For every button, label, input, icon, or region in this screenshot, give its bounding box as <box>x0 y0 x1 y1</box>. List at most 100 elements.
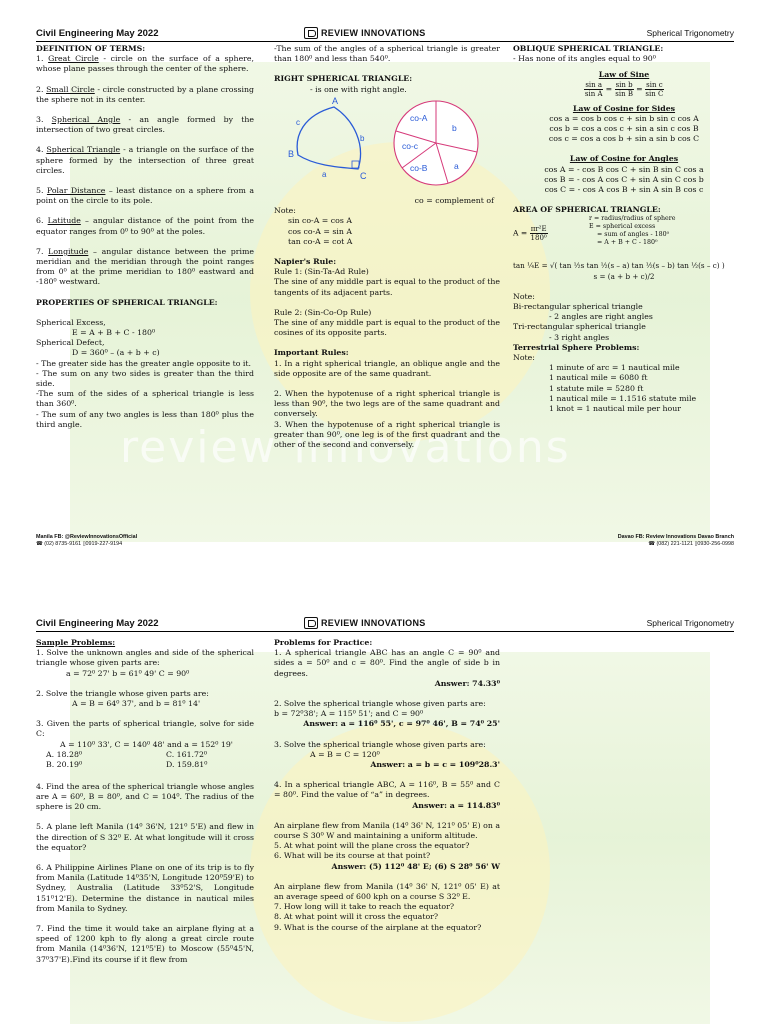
sample-problem-4: 4. Find the area of the spherical triang… <box>36 781 254 812</box>
review-innovations-logo-icon <box>304 617 318 629</box>
area-legend: r = radius/radius of sphere E = spherica… <box>589 215 676 247</box>
watermark-text: review innovations <box>120 422 571 473</box>
practice-8: 8. At what point will it cross the equat… <box>274 912 439 922</box>
napier-heading: Napier's Rule: <box>274 257 337 267</box>
oblique-definition: - Has none of its angles equal to 90⁰ <box>513 54 656 64</box>
practice-2-answer: Answer: a = 116⁰ 55', c = 97⁰ 46', B = 7… <box>303 719 500 729</box>
topic-title: Spherical Trigonometry <box>646 28 734 38</box>
important-rule-3: 3. When the hypotenuse of a right spheri… <box>274 419 500 450</box>
practice-1: 1. A spherical triangle ABC has an angle… <box>274 648 500 678</box>
sample-problems-column: Sample Problems: 1. Solve the unknown an… <box>36 638 254 965</box>
pie-coc: co-c <box>402 141 419 151</box>
sample-problem-3: 3. Given the parts of spherical triangle… <box>36 719 254 739</box>
sample-problem-7: 7. Find the time it would take an airpla… <box>36 924 254 964</box>
brand-2: REVIEW INNOVATIONS <box>304 617 426 629</box>
important-rules-heading: Important Rules: <box>274 348 349 358</box>
trirectangular: Tri-rectangular spherical triangle <box>513 322 646 332</box>
practice-7: 7. How long will it take to reach the eq… <box>274 902 454 912</box>
practice-9: 9. What is the course of the airplane at… <box>274 922 482 932</box>
practice-3-answer: Answer: a = b = c = 109⁰28.3' <box>370 760 500 770</box>
defect-formula: D = 360⁰ – (a + b + c) <box>72 348 160 358</box>
area-heading: AREA OF SPHERICAL TRIANGLE: <box>513 205 661 215</box>
excess-formula: E = A + B + C - 180⁰ <box>72 328 156 338</box>
right-triangle-definition: - is one with right angle. <box>310 84 407 94</box>
sample-problem-3-choices: A. 18.28⁰ C. 161.72⁰ B. 20.19⁰ D. 159.81… <box>36 750 254 772</box>
sample-problem-5: 5. A plane left Manila (14⁰ 36'N, 121⁰ 5… <box>36 822 254 852</box>
lhuilier-formula: tan ¼E = √( tan ½s tan ½(s – a) tan ½(s … <box>513 261 725 271</box>
page-header-2: Civil Engineering May 2022 REVIEW INNOVA… <box>36 617 734 632</box>
choice-d: D. 159.81⁰ <box>166 759 208 769</box>
cosine-angles-3: cos C = - cos A cos B + sin A sin B cos … <box>544 185 704 195</box>
course-title-2: Civil Engineering May 2022 <box>36 618 159 629</box>
topic-title-2: Spherical Trigonometry <box>646 618 734 628</box>
pie-coA: co-A <box>410 113 428 123</box>
definition-2: 2. Small Circle - circle constructed by … <box>36 84 255 104</box>
conversion-5: 1 knot = 1 nautical mile per hour <box>549 404 681 414</box>
practice-5-intro: An airplane flew from Manila (14⁰ 36' N,… <box>274 820 500 841</box>
pie-a: a <box>454 161 459 171</box>
pie-coB: co-B <box>410 163 428 173</box>
definition-1: 1. Great Circle - circle on the surface … <box>36 54 254 74</box>
side-a: a <box>322 170 327 179</box>
cosine-sides-2: cos b = cos a cos c + sin a sin c cos B <box>549 124 699 134</box>
practice-5: 5. At what point will the plane cross th… <box>274 841 470 851</box>
practice-1-answer: Answer: 74.33⁰ <box>434 678 500 688</box>
oblique-heading: OBLIQUE SPHERICAL TRIANGLE: <box>513 44 664 53</box>
birectangular-desc: - 2 angles are right angles <box>549 312 653 322</box>
defect-label: Spherical Defect, <box>36 338 105 348</box>
cosine-angles-1: cos A = - cos B cos C + sin B sin C cos … <box>544 164 704 174</box>
sample-problem-6: 6. A Philippine Airlines Plane on one of… <box>36 863 254 913</box>
practice-6: 6. What will be its course at that point… <box>274 851 431 861</box>
vertex-B: B <box>288 149 294 159</box>
properties-heading: PROPERTIES OF SPHERICAL TRIANGLE: <box>36 297 218 307</box>
practice-heading: Problems for Practice: <box>274 638 373 647</box>
vertex-A: A <box>332 96 338 106</box>
column-3: OBLIQUE SPHERICAL TRIANGLE: - Has none o… <box>513 44 735 414</box>
definition-6: 6. Latitude – angular distance of the po… <box>36 216 254 236</box>
sample-problem-2: 2. Solve the triangle whose given parts … <box>36 688 209 698</box>
column-2: -The sum of the angles of a spherical tr… <box>274 44 500 450</box>
important-rule-1: 1. In a right spherical triangle, an obl… <box>274 358 500 378</box>
terrestrial-note: Note: <box>513 353 535 363</box>
practice-4-answer: Answer: a = 114.83⁰ <box>412 800 500 810</box>
right-triangle-heading: RIGHT SPHERICAL TRIANGLE: <box>274 74 413 84</box>
choice-c: C. 161.72⁰ <box>166 749 208 759</box>
cosine-sides-1: cos a = cos b cos c + sin b sin c cos A <box>549 113 699 123</box>
practice-problems-column: Problems for Practice: 1. A spherical tr… <box>274 638 500 933</box>
definition-5: 5. Polar Distance – least distance on a … <box>36 186 254 206</box>
practice-3: 3. Solve the spherical triangle whose gi… <box>274 739 486 749</box>
choice-b: B. 20.19⁰ <box>46 759 83 769</box>
excess-label: Spherical Excess, <box>36 317 106 327</box>
rule-1-title: Rule 1: (Sin-Ta-Ad Rule) <box>274 267 369 277</box>
practice-2-given: b = 72⁰38'; A = 115⁰ 51'; and C = 90⁰ <box>274 709 424 719</box>
watermark-logo-circle-2 <box>250 722 550 1022</box>
side-b: b <box>360 134 365 143</box>
brand-name-2: REVIEW INNOVATIONS <box>321 618 426 628</box>
pie-b: b <box>452 123 457 133</box>
property-3: -The sum of the sides of a spherical tri… <box>36 389 254 409</box>
property-4: - The sum of any two angles is less than… <box>36 409 254 429</box>
review-innovations-logo-icon <box>304 27 318 39</box>
page-2: Civil Engineering May 2022 REVIEW INNOVA… <box>0 612 768 1024</box>
sample-problem-3-given: A = 110⁰ 33', C = 140⁰ 48' and a = 152⁰ … <box>60 739 233 749</box>
footer-manila: Manila FB: @ReviewInnovationsOfficial ☎ … <box>36 534 138 547</box>
important-rule-2: 2. When the hypotenuse of a right spheri… <box>274 389 500 419</box>
cofunction-2: cos co-A = sin A <box>288 226 352 236</box>
vertex-C: C <box>360 171 367 181</box>
conversion-2: 1 nautical mile = 6080 ft <box>549 373 648 383</box>
sample-problem-1: 1. Solve the unknown angles and side of … <box>36 648 254 668</box>
terrestrial-heading: Terrestrial Sphere Problems: <box>513 342 640 352</box>
rule-2-text: The sine of any middle part is equal to … <box>274 318 500 338</box>
side-c: c <box>296 118 300 127</box>
definition-7: 7. Longitude – angular distance between … <box>36 246 254 287</box>
page-header: Civil Engineering May 2022 REVIEW INNOVA… <box>36 27 734 42</box>
complement-note: co = complement of <box>414 196 494 206</box>
practice-5-6-answer: Answer: (5) 112⁰ 48' E; (6) S 28⁰ 56' W <box>331 861 500 871</box>
birectangular: Bi-rectangular spherical triangle <box>513 302 643 312</box>
column-1: DEFINITION OF TERMS: 1. Great Circle - c… <box>36 44 254 430</box>
semi-perimeter: s = (a + b + c)/2 <box>593 271 655 281</box>
conversion-1: 1 minute of arc = 1 nautical mile <box>549 363 680 373</box>
cofunction-3: tan co-A = cot A <box>288 236 353 246</box>
